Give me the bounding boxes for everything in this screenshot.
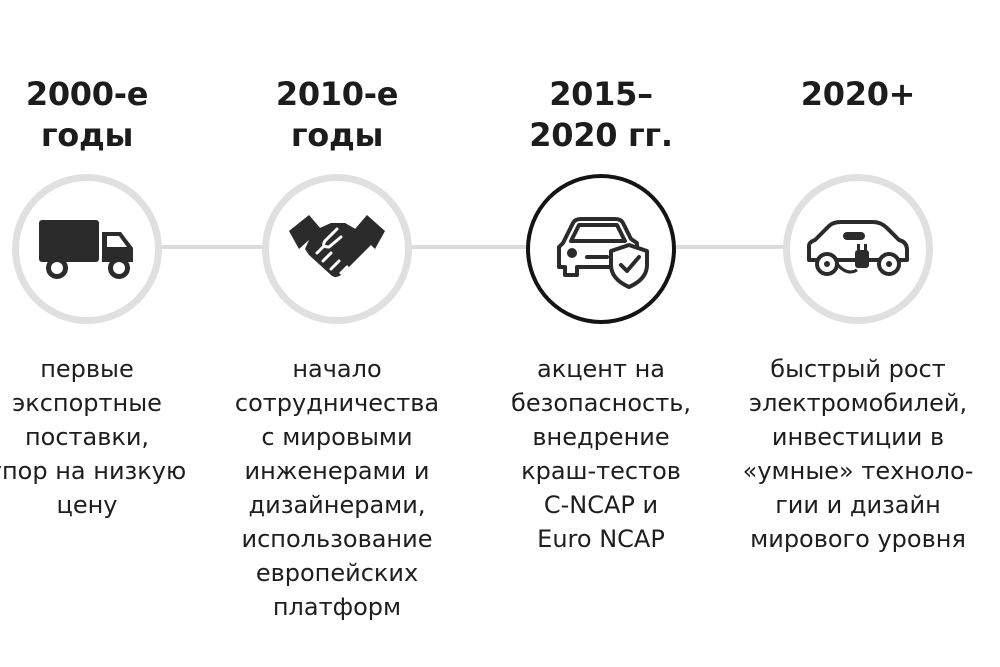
timeline-stage-2000s: 2000-е годы первые экспортные поставки, … — [0, 0, 217, 667]
stage-icon-circle — [12, 174, 162, 324]
stage-description: акцент на безопасность, внедрение краш-т… — [511, 355, 691, 553]
stage-icon-circle — [783, 174, 933, 324]
stage-title: 2000-е годы — [25, 75, 149, 154]
timeline-connector — [410, 245, 530, 249]
stage-description: первые экспортные поставки, упор на низк… — [0, 355, 187, 519]
stage-title: 2020+ — [800, 75, 916, 113]
timeline-stage-2010s: 2010-е годы начало сотрудничества с миро… — [207, 0, 467, 667]
car-shield-icon — [549, 209, 653, 289]
stage-description: быстрый рост электромобилей, инвестиции … — [742, 355, 974, 553]
stage-icon-circle-highlighted — [526, 174, 676, 324]
handshake-icon — [287, 209, 387, 289]
timeline-connector — [160, 245, 270, 249]
timeline-connector — [670, 245, 788, 249]
timeline-stage-2015-2020: 2015– 2020 гг. акцент на безопасность, в… — [471, 0, 731, 667]
stage-icon-circle — [262, 174, 412, 324]
timeline-stage-2020-plus: 2020+ быстрый рост электромобилей, инвес… — [728, 0, 988, 667]
stage-description: начало сотрудничества с мировыми инженер… — [234, 355, 440, 621]
stage-title: 2010-е годы — [275, 75, 399, 154]
electric-car-icon — [803, 214, 913, 284]
truck-icon — [37, 214, 137, 284]
stage-title: 2015– 2020 гг. — [529, 75, 673, 154]
